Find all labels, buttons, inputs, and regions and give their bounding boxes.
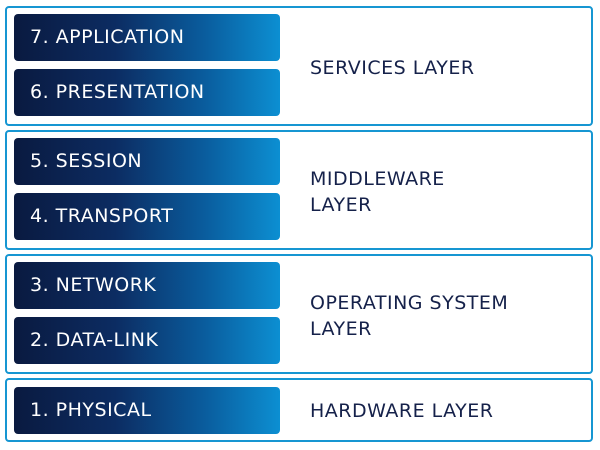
layer-application: 7. APPLICATION: [14, 14, 280, 61]
middleware-layer-label: MIDDLEWARE LAYER: [310, 168, 445, 216]
operating-system-layer-label: OPERATING SYSTEM LAYER: [310, 292, 509, 340]
middleware-layer-group: 5. SESSION 4. TRANSPORT MIDDLEWARE LAYER: [5, 130, 593, 250]
layer-transport: 4. TRANSPORT: [14, 193, 280, 240]
hardware-layer-group: 1. PHYSICAL HARDWARE LAYER: [5, 378, 593, 442]
services-layer-label: SERVICES LAYER: [310, 57, 475, 79]
layer-session: 5. SESSION: [14, 138, 280, 185]
services-layer-group: 7. APPLICATION 6. PRESENTATION SERVICES …: [5, 6, 593, 126]
operating-system-layer-group: 3. NETWORK 2. DATA-LINK OPERATING SYSTEM…: [5, 254, 593, 374]
hardware-layer-label: HARDWARE LAYER: [310, 400, 494, 422]
layer-data-link: 2. DATA-LINK: [14, 317, 280, 364]
layer-presentation: 6. PRESENTATION: [14, 69, 280, 116]
layer-network: 3. NETWORK: [14, 262, 280, 309]
layer-physical: 1. PHYSICAL: [14, 387, 280, 434]
